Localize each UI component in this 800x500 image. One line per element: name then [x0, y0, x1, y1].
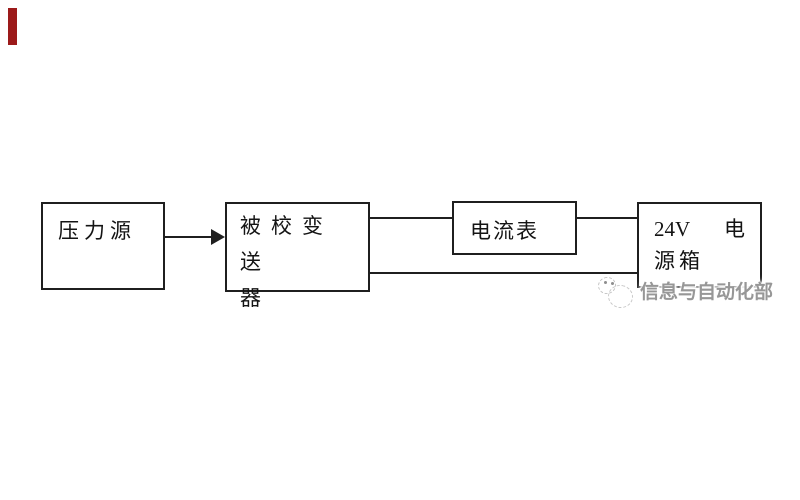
watermark-logo-dot: [611, 282, 614, 285]
node-power-label-24v: 24V: [654, 217, 691, 241]
node-pressure-source-label: 压力源: [58, 219, 136, 243]
node-power-label-dian: 电: [724, 217, 745, 241]
node-ammeter: 电流表: [452, 201, 577, 255]
node-calibrated-transmitter: 被校变送 器: [225, 202, 370, 310]
watermark-logo-icon: [595, 274, 635, 310]
node-power-label-line2: 源箱: [654, 249, 704, 273]
watermark-text: 信息与自动化部: [640, 282, 774, 303]
wire-transmitter-to-ammeter: [370, 217, 452, 219]
red-accent-bar: [8, 8, 17, 45]
node-transmitter-label-line1: 被校变送: [240, 214, 333, 274]
node-pressure-source: 压力源: [41, 202, 165, 290]
node-power-label-line1: 24V 电: [654, 213, 745, 245]
watermark-logo-dot: [604, 281, 607, 284]
wire-transmitter-to-power: [370, 272, 637, 274]
node-power-supply-box: 24V 电 源箱: [637, 202, 762, 288]
wire-ammeter-to-power: [577, 217, 637, 219]
node-ammeter-label: 电流表: [470, 219, 539, 243]
wire-pressure-to-transmitter: [165, 236, 212, 238]
arrowhead-icon: [211, 229, 225, 245]
node-transmitter-label-line2: 器: [240, 286, 261, 310]
